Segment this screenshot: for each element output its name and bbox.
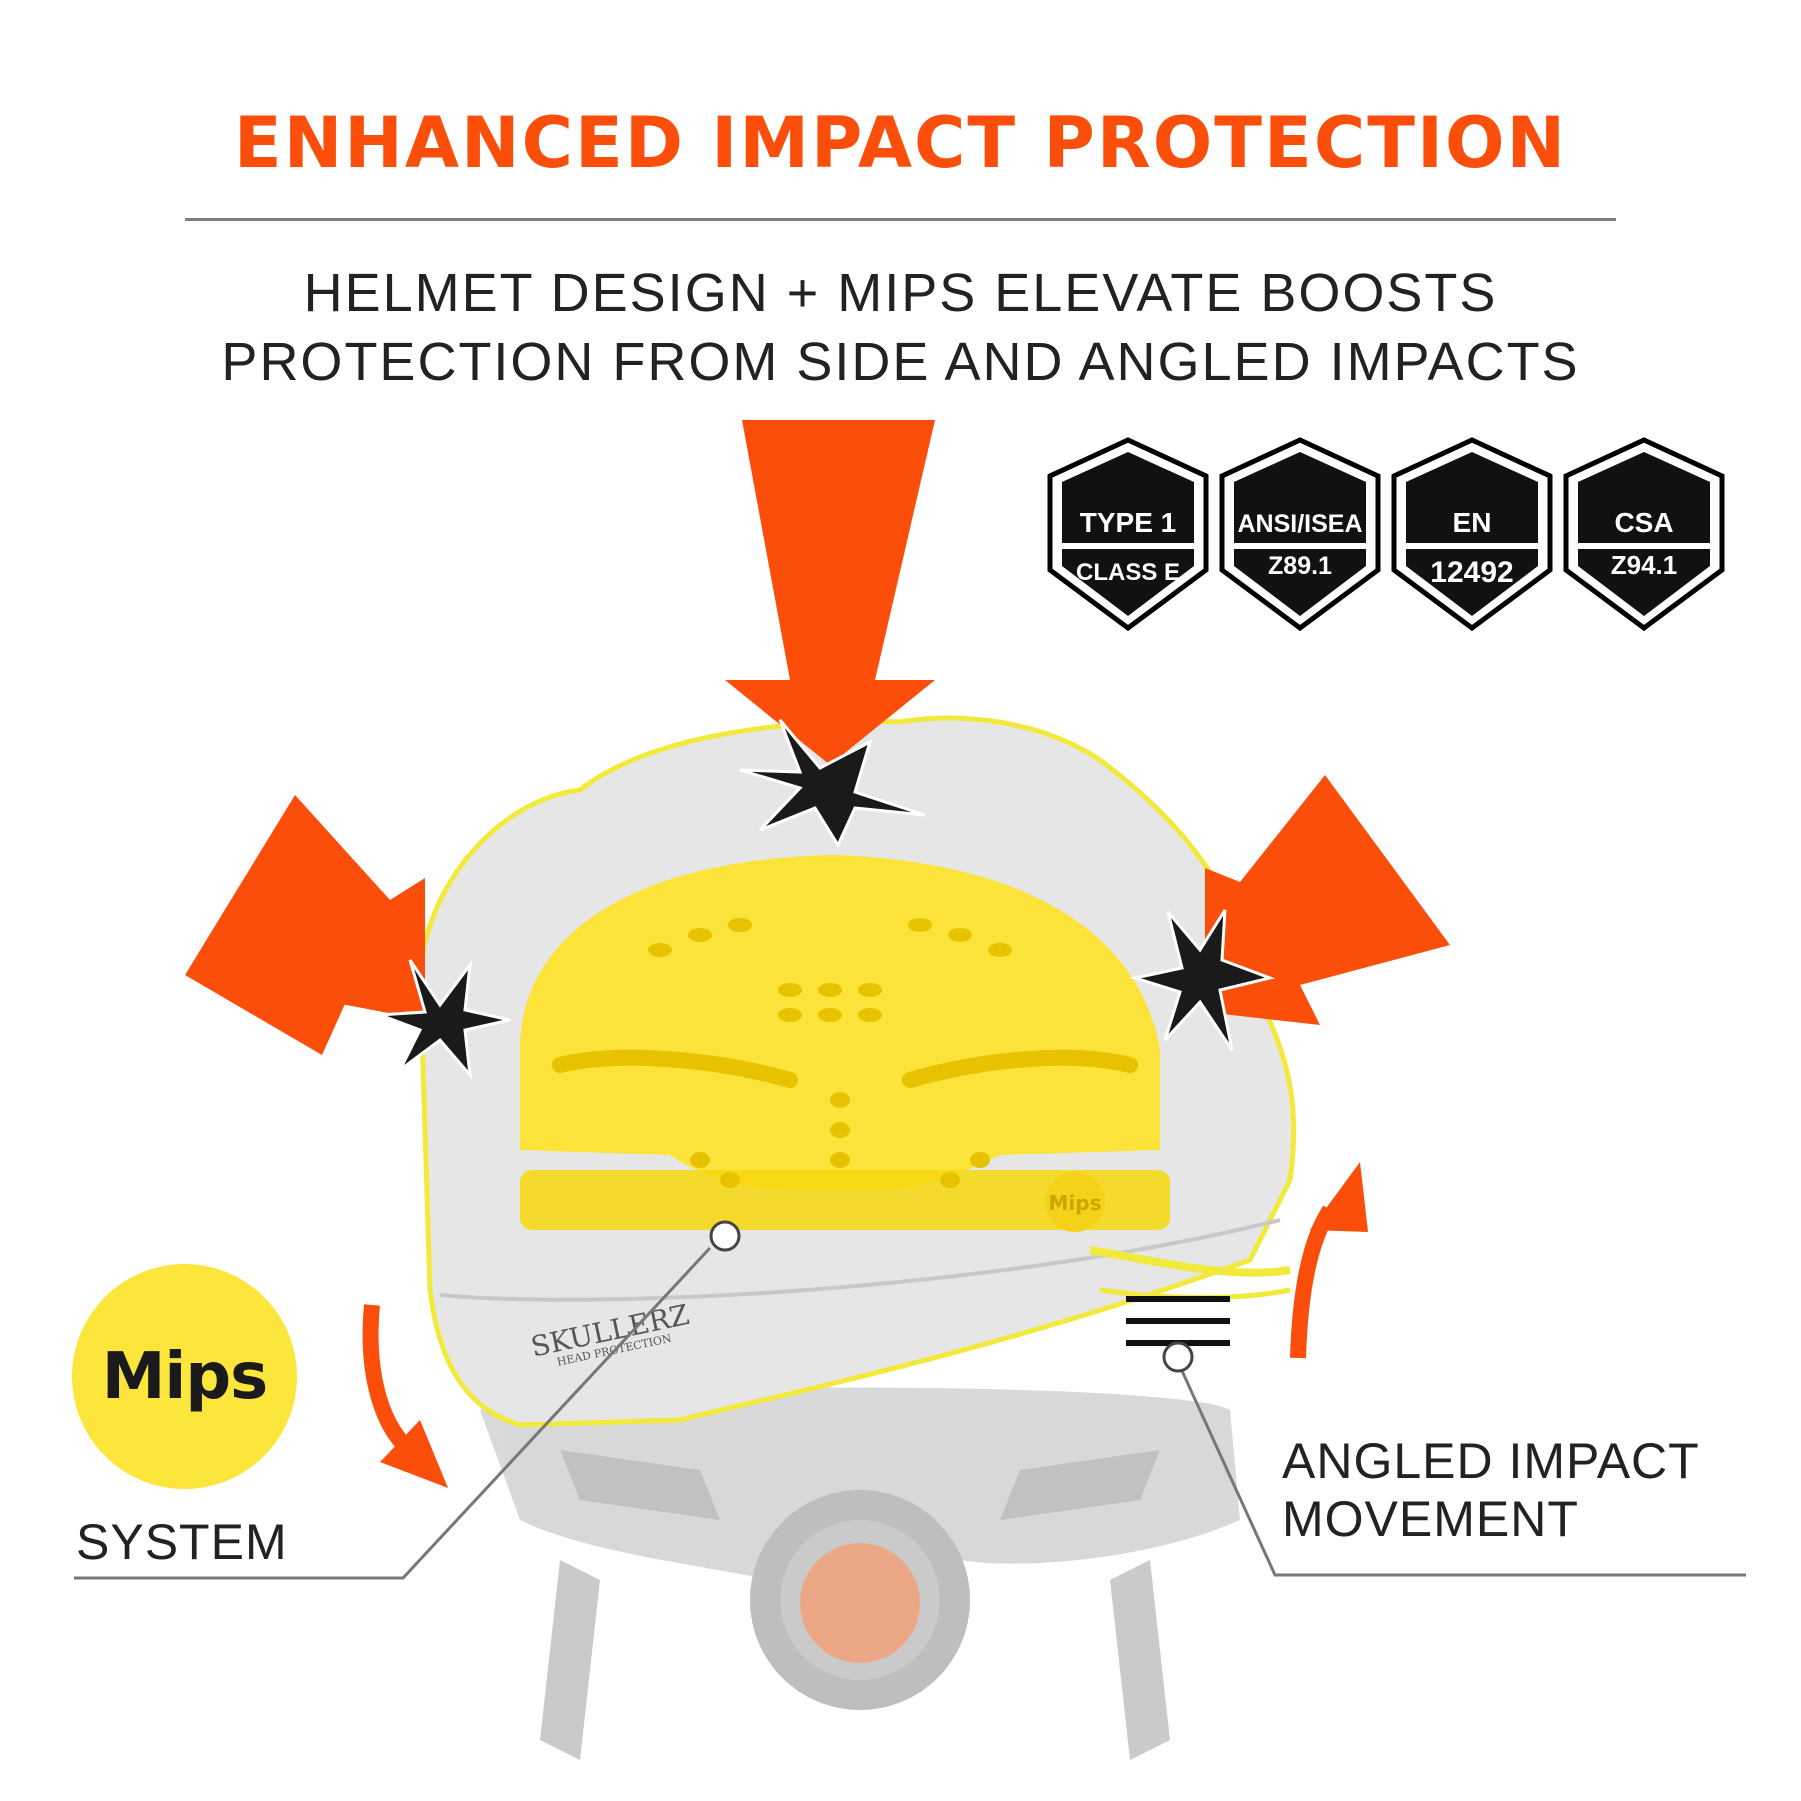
- impact-burst-left-icon: [379, 959, 511, 1080]
- callout-angled-impact: ANGLED IMPACT MOVEMENT: [1282, 1432, 1700, 1548]
- mips-logo-text: Mips: [101, 1339, 269, 1414]
- left-arrow-icon: [185, 795, 425, 1055]
- impact-burst-top-icon: [739, 719, 926, 849]
- subtitle-line-2: PROTECTION FROM SIDE AND ANGLED IMPACTS: [221, 332, 1580, 392]
- badge-en-line1: EN: [1453, 507, 1492, 538]
- title-divider: [185, 218, 1616, 221]
- badge-en: EN 12492: [1391, 437, 1553, 632]
- callout-system: SYSTEM: [76, 1513, 288, 1571]
- impact-bursts: [379, 719, 1276, 1080]
- liner-mips-text: Mips: [1049, 1191, 1102, 1215]
- angled-leader-dot: [1162, 1341, 1194, 1373]
- system-leader-dot: [709, 1220, 741, 1252]
- badge-csa-line1: CSA: [1614, 507, 1673, 538]
- badge-en-line2: 12492: [1430, 556, 1513, 589]
- adjustment-knob: [800, 1543, 920, 1663]
- right-rotation-arrow-icon: [1290, 1205, 1337, 1359]
- badge-ansi-isea: ANSI/ISEA Z89.1: [1219, 437, 1381, 632]
- impact-arrows: [185, 420, 1450, 1055]
- rotation-arrows: [362, 1162, 1368, 1488]
- right-arrow-icon: [1205, 775, 1450, 1025]
- badge-csa: CSA Z94.1: [1563, 437, 1725, 632]
- movement-lines-icon: [1126, 1296, 1230, 1346]
- badge-type1-class-e: TYPE 1 CLASS E: [1047, 437, 1209, 632]
- angled-leader-line: [1176, 1361, 1746, 1577]
- callout-leaders: [74, 1246, 1746, 1580]
- mips-logo: Mips: [72, 1264, 297, 1489]
- callout-angled-line2: MOVEMENT: [1282, 1491, 1579, 1547]
- system-leader-line: [74, 1246, 712, 1580]
- page-title: ENHANCED IMPACT PROTECTION: [233, 102, 1568, 184]
- left-rotation-arrow-icon: [362, 1304, 416, 1457]
- badge-csa-line2: Z94.1: [1611, 550, 1678, 580]
- badge-ansi-line1: ANSI/ISEA: [1237, 510, 1362, 538]
- top-arrow-icon: [725, 420, 935, 765]
- callout-system-text: SYSTEM: [76, 1514, 288, 1570]
- mips-liner: Mips: [520, 855, 1170, 1232]
- badge-ansi-line2: Z89.1: [1268, 552, 1332, 580]
- badge-type1-line2: CLASS E: [1076, 559, 1180, 586]
- certification-badges: TYPE 1 CLASS E ANSI/ISEA Z89.1 EN 12492 …: [1047, 437, 1725, 632]
- badge-type1-line1: TYPE 1: [1080, 507, 1176, 538]
- impact-burst-right-icon: [1129, 909, 1276, 1051]
- liner-mips-mark: [1045, 1172, 1105, 1232]
- callout-angled-line1: ANGLED IMPACT: [1282, 1433, 1700, 1489]
- subtitle-line-1: HELMET DESIGN + MIPS ELEVATE BOOSTS: [303, 263, 1498, 323]
